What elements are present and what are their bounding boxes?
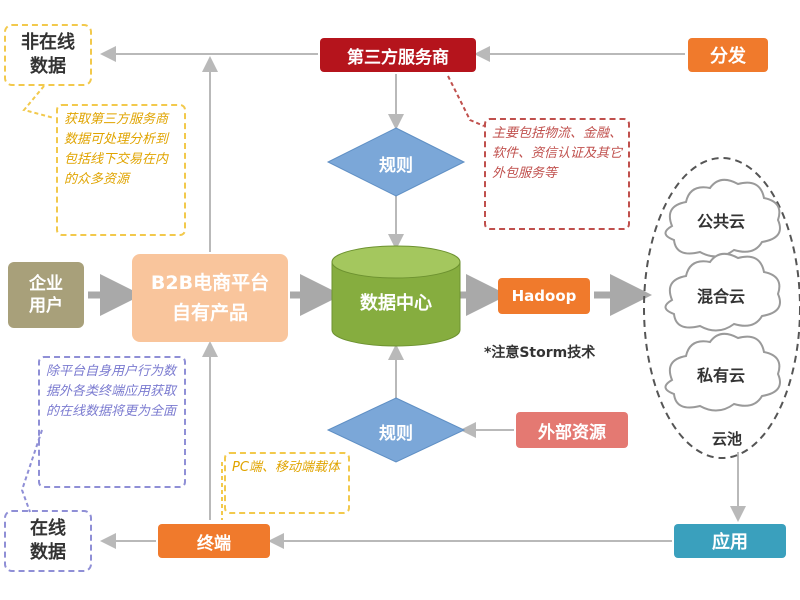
rule-diamond-bottom <box>326 397 466 463</box>
online-note: 除平台自身用户行为数据外各类终端应用获取的在线数据将更为全面 <box>38 356 186 488</box>
cloud-public-label: 公共云 <box>696 212 745 231</box>
third-party-note: 主要包括物流、金融、软件、资信认证及其它外包服务等 <box>484 118 630 230</box>
cloud-shape-hybrid <box>664 252 781 332</box>
cloud-shape-private <box>664 332 781 412</box>
leader-online-note <box>20 429 43 513</box>
rule-diamond-top <box>326 127 466 197</box>
offline-note: 获取第三方服务商数据可处理分析到包括线下交易在内的众多资源 <box>56 104 186 236</box>
cloud-hybrid-label: 混合云 <box>696 287 745 306</box>
rule-top-label: 规则 <box>379 156 413 176</box>
terminal-box[interactable]: 终端 <box>158 524 270 558</box>
offline-data-box: 非在线 数据 <box>4 24 92 86</box>
b2b-platform-box[interactable]: B2B电商平台 自有产品 <box>132 254 288 342</box>
cloud-private-label: 私有云 <box>696 366 745 385</box>
enterprise-user-box[interactable]: 企业 用户 <box>8 262 84 328</box>
third-party-box[interactable]: 第三方服务商 <box>320 38 476 72</box>
terminal-note: PC端、移动端载体 <box>224 452 350 514</box>
leader-offline-note <box>22 85 55 119</box>
hadoop-box[interactable]: Hadoop <box>498 278 590 314</box>
storm-note: *注意Storm技术 <box>484 345 596 361</box>
cloud-pool-ellipse <box>643 157 800 459</box>
distribution-box[interactable]: 分发 <box>688 38 768 72</box>
cloud-pool-label: 云池 <box>711 430 742 448</box>
cloud-shape-public <box>664 178 781 258</box>
data-center-label[interactable]: 数据中心 <box>360 293 432 314</box>
datacenter-cylinder <box>331 245 461 347</box>
online-data-box: 在线 数据 <box>4 510 92 572</box>
rule-bottom-label: 规则 <box>379 424 413 444</box>
application-box[interactable]: 应用 <box>674 524 786 558</box>
leader-thirdparty-note <box>447 75 485 127</box>
external-resources-box[interactable]: 外部资源 <box>516 412 628 448</box>
